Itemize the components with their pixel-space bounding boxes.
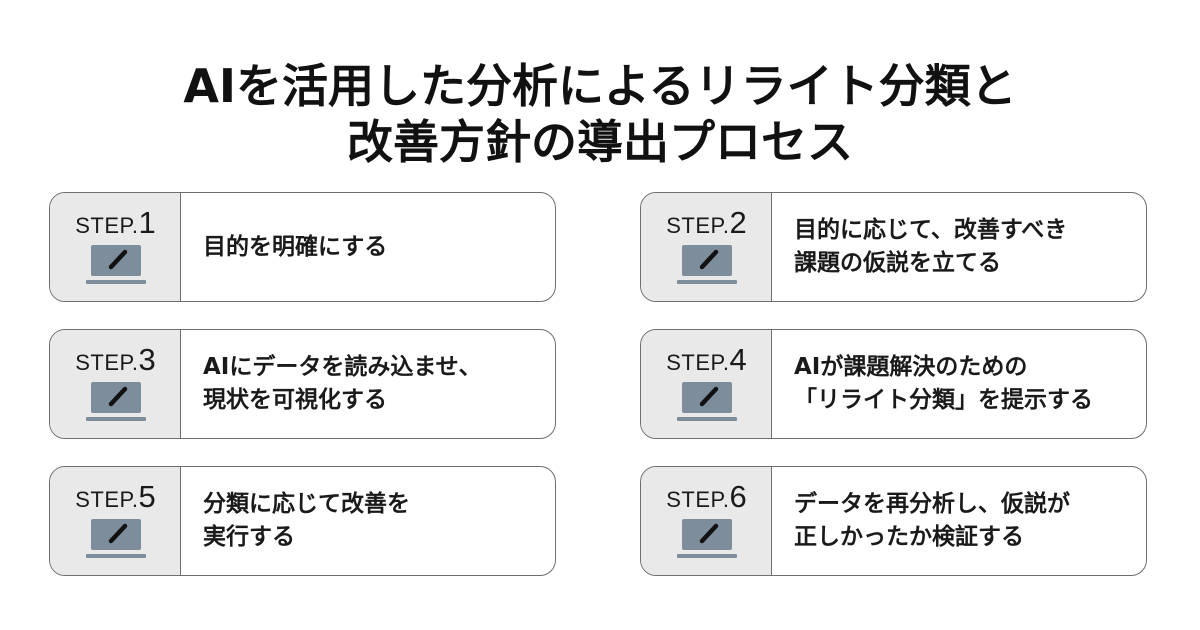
step-label-panel: STEP.3 — [50, 330, 181, 438]
step-card-2: STEP.2 目的に応じて、改善すべき 課題の仮説を立てる — [640, 192, 1147, 302]
step-label-panel: STEP.4 — [641, 330, 772, 438]
step-label-panel: STEP.5 — [50, 467, 181, 575]
step-number: 2 — [729, 205, 747, 240]
page-title: AIを活用した分析によるリライト分類と 改善方針の導出プロセス — [0, 58, 1200, 170]
step-description: 目的に応じて、改善すべき 課題の仮説を立てる — [794, 193, 1139, 301]
step-card-3: STEP.3 AIにデータを読み込ませ、 現状を可視化する — [49, 329, 556, 439]
step-text-line: 課題の仮説を立てる — [794, 250, 1001, 276]
step-number: 3 — [138, 342, 156, 377]
step-label: STEP.5 — [50, 479, 181, 515]
title-line-2: 改善方針の導出プロセス — [347, 115, 853, 169]
step-label: STEP.3 — [50, 342, 181, 378]
step-prefix: STEP. — [666, 213, 730, 238]
step-description: AIにデータを読み込ませ、 現状を可視化する — [203, 330, 548, 438]
step-prefix: STEP. — [666, 487, 730, 512]
step-number: 6 — [729, 479, 747, 514]
step-description: データを再分析し、仮説が 正しかったか検証する — [794, 467, 1139, 575]
laptop-pen-icon — [86, 245, 146, 284]
step-label: STEP.1 — [50, 205, 181, 241]
step-prefix: STEP. — [75, 213, 139, 238]
step-prefix: STEP. — [75, 350, 139, 375]
step-text-line: 現状を可視化する — [203, 387, 387, 413]
step-label-panel: STEP.2 — [641, 193, 772, 301]
laptop-pen-icon — [86, 519, 146, 558]
step-text-line: データを再分析し、仮説が — [794, 491, 1070, 517]
step-text-line: AIにデータを読み込ませ、 — [203, 354, 482, 380]
title-line-1: AIを活用した分析によるリライト分類と — [183, 59, 1017, 113]
step-description: 目的を明確にする — [203, 193, 548, 301]
laptop-pen-icon — [677, 382, 737, 421]
step-text-line: 「リライト分類」を提示する — [794, 387, 1093, 413]
step-description: 分類に応じて改善を 実行する — [203, 467, 548, 575]
step-text-line: 正しかったか検証する — [794, 524, 1024, 550]
step-text-line: 目的を明確にする — [203, 233, 388, 260]
laptop-pen-icon — [677, 245, 737, 284]
step-number: 1 — [138, 205, 156, 240]
step-label: STEP.6 — [641, 479, 772, 515]
laptop-pen-icon — [86, 382, 146, 421]
step-text-line: 実行する — [203, 524, 295, 550]
step-label-panel: STEP.6 — [641, 467, 772, 575]
step-label: STEP.4 — [641, 342, 772, 378]
step-label: STEP.2 — [641, 205, 772, 241]
step-description: AIが課題解決のための 「リライト分類」を提示する — [794, 330, 1139, 438]
step-number: 4 — [729, 342, 747, 377]
step-card-5: STEP.5 分類に応じて改善を 実行する — [49, 466, 556, 576]
step-text-line: AIが課題解決のための — [794, 354, 1028, 380]
step-text-line: 分類に応じて改善を — [203, 491, 410, 517]
laptop-pen-icon — [677, 519, 737, 558]
step-prefix: STEP. — [666, 350, 730, 375]
step-card-1: STEP.1 目的を明確にする — [49, 192, 556, 302]
step-card-6: STEP.6 データを再分析し、仮説が 正しかったか検証する — [640, 466, 1147, 576]
step-label-panel: STEP.1 — [50, 193, 181, 301]
step-card-4: STEP.4 AIが課題解決のための 「リライト分類」を提示する — [640, 329, 1147, 439]
step-prefix: STEP. — [75, 487, 139, 512]
step-number: 5 — [138, 479, 156, 514]
step-text-line: 目的に応じて、改善すべき — [794, 217, 1068, 243]
